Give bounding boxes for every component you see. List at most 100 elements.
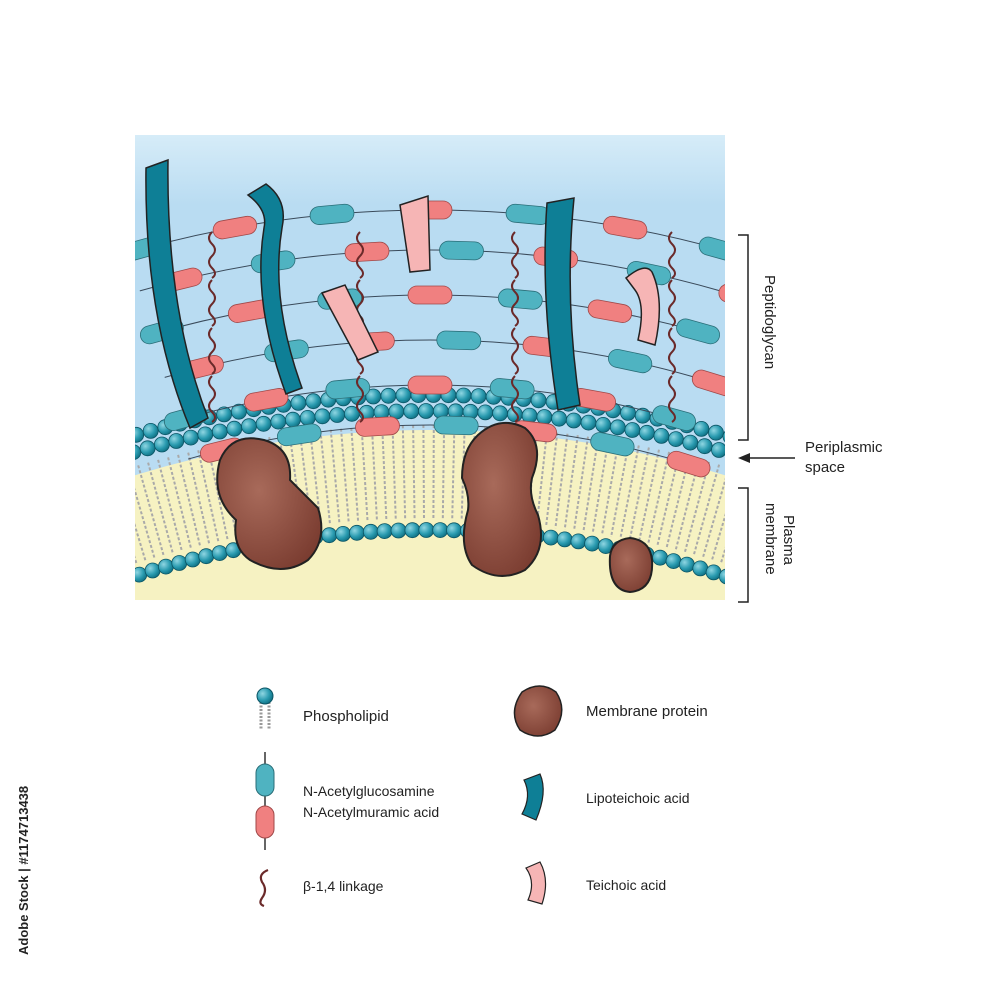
phospholipid-head (216, 406, 233, 423)
phospholipid-head (679, 556, 695, 573)
glcnac-sugar (325, 378, 371, 400)
murnac-sugar (691, 369, 725, 397)
legend-lipoteichoic: Lipoteichoic acid (586, 790, 690, 806)
plasma-membrane-bracket (738, 487, 749, 603)
phospholipid-head (314, 408, 331, 425)
peptidoglycan-bracket (738, 234, 749, 441)
phospholipid-head (112, 449, 127, 464)
phospholipid-head (43, 455, 58, 470)
phospholipid-head (737, 433, 752, 448)
phospholipid-head (722, 430, 725, 443)
phospholipid-head (865, 480, 880, 495)
phospholipid-head (652, 549, 668, 566)
phospholipid-head (71, 445, 86, 460)
phospholipid-head (708, 424, 724, 441)
phospholipid-head (168, 433, 185, 449)
phospholipid-head (114, 431, 129, 446)
phospholipid-head (329, 407, 346, 423)
phospholipid-head (418, 403, 434, 419)
phospholipid-head (692, 560, 709, 577)
phospholipid-head (97, 453, 112, 468)
glcnac-sugar (309, 203, 355, 225)
phospholipid-head (865, 497, 880, 512)
legend-teichoic: Teichoic acid (586, 877, 666, 893)
murnac-sugar (344, 241, 390, 263)
phospholipid-head (390, 522, 407, 539)
phospholipid-head (766, 442, 781, 457)
phospholipid-head (139, 440, 156, 457)
phospholipid-head (362, 523, 379, 540)
plasma-label-line2: membrane (762, 503, 779, 575)
glcnac-sugar (607, 348, 653, 374)
phospholipid-icon (256, 687, 274, 730)
phospholipid-head (1, 471, 16, 486)
phospholipid-head (29, 460, 44, 475)
phospholipid-head (171, 555, 188, 571)
phospholipid-head (211, 423, 228, 440)
legend-murnac: N-Acetylmuramic acid (303, 804, 439, 820)
phospholipid-head (432, 522, 449, 538)
phospholipid-head (477, 404, 494, 421)
phospholipid-head (403, 403, 420, 420)
phospholipid-head (83, 458, 98, 473)
phospholipid-head (595, 416, 612, 433)
phospholipid-head (321, 527, 338, 544)
phospholipid-head (119, 571, 134, 586)
teichoic-icon (525, 861, 547, 905)
phospholipid-head (838, 486, 853, 501)
phospholipid-head (290, 394, 307, 411)
phospholipid-head (455, 387, 472, 404)
sugar-pair-icon (255, 752, 275, 850)
phospholipid-head (299, 409, 316, 426)
phospholipid-head (0, 477, 2, 492)
phospholipid-head (705, 564, 722, 581)
glcnac-sugar (505, 203, 551, 225)
membrane-protein (216, 437, 323, 570)
teichoic-acid (320, 284, 380, 361)
phospholipid-head (284, 411, 301, 428)
phospholipid-head (492, 405, 509, 422)
lipoteichoic-acid (145, 158, 209, 430)
teichoic-acid (399, 194, 431, 273)
phospholipid-head (135, 566, 148, 583)
phospholipid-head (198, 548, 215, 565)
phospholipid-head (305, 393, 322, 410)
linkage-icon (259, 868, 269, 908)
legend-membrane-protein: Membrane protein (586, 703, 708, 720)
phospholipid-head (348, 524, 365, 541)
phospholipid-head (810, 475, 825, 490)
glcnac-sugar (497, 288, 543, 310)
peptide-crosslinks (208, 231, 676, 423)
lipoteichoic-acid (246, 183, 303, 395)
phospholipid-head (584, 535, 600, 552)
phospholipid-head (446, 522, 462, 539)
phospholipid-head (851, 474, 866, 489)
phospholipid-head (404, 522, 421, 539)
phospholipid-head (157, 558, 174, 575)
legend-glcnac: N-Acetylglucosamine (303, 783, 435, 799)
glcnac-sugar (676, 318, 721, 345)
phospholipid-head (79, 585, 94, 600)
teichoic-acids (320, 194, 661, 361)
phospholipid-head (653, 427, 670, 444)
phospholipid-head (144, 562, 161, 579)
phospholipid-head (100, 436, 115, 451)
periplasmic-label-line2: space (805, 459, 845, 476)
phospholipid-head (66, 590, 81, 605)
phospholipid-head (785, 593, 800, 608)
phospholipid-head (28, 478, 43, 493)
phospholipid-head (418, 522, 435, 538)
phospholipid-head (335, 526, 352, 542)
phospholipid-head (92, 580, 107, 595)
glcnac-sugar (590, 432, 635, 457)
murnac-sugar (244, 388, 289, 412)
legend-linkage: β-1,4 linkage (303, 878, 384, 894)
murnac-sugar (587, 299, 633, 323)
phospholipid-head (135, 426, 145, 443)
periplasmic-label-line1: Periplasmic (805, 439, 883, 456)
lipoteichoic-acids (145, 158, 581, 430)
phospholipid-head (782, 465, 797, 480)
phospholipid-head (255, 415, 272, 432)
phospholipid-head (668, 431, 684, 448)
